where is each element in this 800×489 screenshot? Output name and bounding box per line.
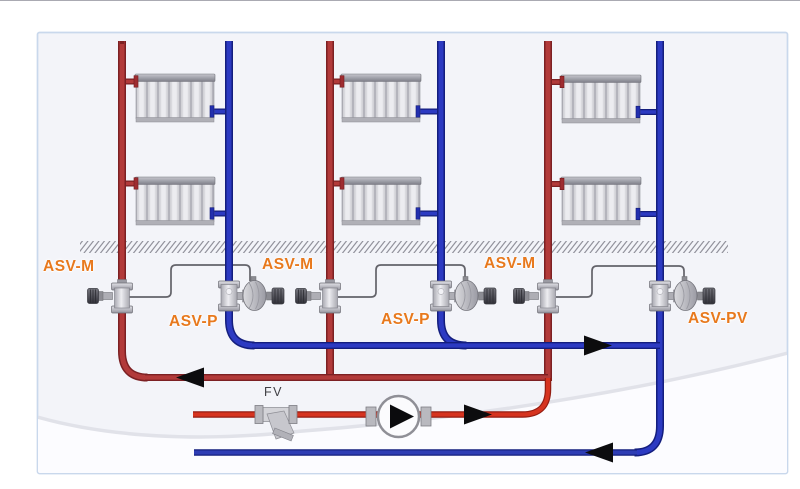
valve-label-asv-m-1: ASV-M <box>43 258 95 275</box>
flow-arrows <box>176 335 613 463</box>
capillary-tube-3 <box>556 265 685 298</box>
pump-icon <box>365 394 432 439</box>
radiator <box>134 73 216 123</box>
image-top-edge <box>0 0 800 1</box>
flow-arrow-boiler-supply-right <box>464 404 492 425</box>
flow-arrow-boiler-return-left <box>585 442 613 463</box>
radiator <box>340 73 422 123</box>
supply-piping <box>120 41 568 415</box>
radiator <box>560 176 642 226</box>
fv-strainer-valve <box>254 405 298 442</box>
floor-hatch <box>80 241 728 253</box>
capillary-tube-1 <box>129 264 251 298</box>
radiator <box>134 176 216 226</box>
flow-arrow-supply-main-left <box>176 367 204 388</box>
radiator <box>560 74 642 124</box>
valve-label-asv-p-1: ASV-P <box>169 313 219 330</box>
valve-label-fv: FV <box>264 385 283 399</box>
radiator <box>340 176 422 226</box>
valve-label-asv-pv: ASV-PV <box>688 310 748 327</box>
radiator-fittings <box>133 75 641 220</box>
valve-label-asv-p-2: ASV-P <box>381 311 431 328</box>
capillary-tube-2 <box>338 264 466 298</box>
capillary-tubes <box>129 264 685 298</box>
valve-label-asv-m-2: ASV-M <box>262 256 314 273</box>
valve-label-asv-m-3: ASV-M <box>484 255 536 272</box>
flow-arrow-return-main-right <box>584 335 612 356</box>
